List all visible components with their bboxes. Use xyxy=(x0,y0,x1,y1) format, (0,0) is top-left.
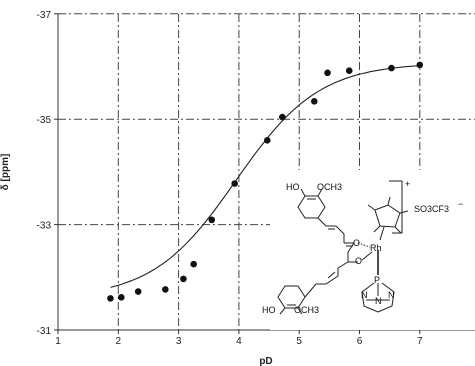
lower-ho-label: HO xyxy=(262,305,276,315)
cp-methyl-4 xyxy=(394,226,402,234)
data-point xyxy=(263,136,271,144)
x-tick-label: 3 xyxy=(176,336,182,347)
y-tick-label: -37 xyxy=(37,10,52,21)
x-tick-label: 2 xyxy=(116,336,122,347)
phosphorus-label: P xyxy=(374,275,380,285)
x-tick-label: 6 xyxy=(357,336,363,347)
upper-och3-label: OCH3 xyxy=(317,182,342,192)
data-point xyxy=(118,294,125,301)
lower-vinyl-double-bond xyxy=(327,271,336,279)
lower-och3-bond xyxy=(297,307,303,315)
rhodium-label: Rh xyxy=(370,243,382,253)
x-tick-label: 4 xyxy=(236,336,242,347)
x-tick-label: 5 xyxy=(296,336,302,347)
x-tick-label: 7 xyxy=(417,336,423,347)
data-point xyxy=(162,286,169,293)
o-rh-bond xyxy=(361,251,373,261)
data-point xyxy=(180,275,187,283)
data-point xyxy=(134,288,142,295)
data-point xyxy=(279,113,286,121)
cation-charge-label: + xyxy=(405,179,410,189)
cp-star-ring xyxy=(374,204,401,228)
data-point xyxy=(310,97,318,105)
rhodium-complex-structure: HO OCH3 O Rh O P N N N HO OCH3 + SO3CF3 … xyxy=(262,170,475,330)
data-point xyxy=(416,61,424,69)
cp-methyl-3 xyxy=(399,210,409,214)
complex-bracket xyxy=(389,180,403,234)
data-point xyxy=(190,260,197,268)
counterion-label: SO3CF3 xyxy=(414,204,449,214)
carbonyl-oxygen-label: O xyxy=(353,238,360,248)
data-point xyxy=(345,67,353,75)
y-tick-label: -33 xyxy=(37,221,52,232)
lower-vinyl-chain xyxy=(316,261,349,285)
lower-ho-bond xyxy=(279,307,286,315)
upper-ho-label: HO xyxy=(286,182,300,192)
enolate-oxygen-label: O xyxy=(355,256,362,266)
x-axis-title: pD xyxy=(259,356,272,366)
y-tick-label: -35 xyxy=(37,115,52,126)
lower-och3-label: OCH3 xyxy=(294,305,319,315)
diketonate-core xyxy=(344,242,358,263)
data-point xyxy=(107,295,114,302)
lower-ring-link xyxy=(304,283,317,298)
data-point xyxy=(208,216,216,224)
upper-ho-bond xyxy=(300,188,306,197)
axis-ticks: 1 2 3 4 5 6 7 -31 -33 -35 -37 xyxy=(37,10,423,347)
right-nitrogen-label: N xyxy=(388,290,395,300)
center-nitrogen-label: N xyxy=(375,296,382,306)
y-axis-title: δ [ppm] xyxy=(0,154,11,191)
data-points xyxy=(107,61,424,302)
upper-vinyl-chain xyxy=(317,217,345,243)
counterion-charge-label: − xyxy=(458,199,463,209)
cp-methyl-1 xyxy=(367,204,376,211)
cp-methyl-5 xyxy=(373,225,381,233)
data-point xyxy=(231,180,238,187)
pta-cage-outer xyxy=(361,282,395,313)
x-tick-label: 1 xyxy=(55,336,61,347)
y-tick-label: -31 xyxy=(37,326,52,337)
data-point xyxy=(388,64,395,72)
rh-cp-bond xyxy=(379,226,385,241)
o-rh-dative-bond xyxy=(357,242,371,248)
cp-methyl-2 xyxy=(387,196,391,206)
data-point xyxy=(324,69,331,77)
upper-och3-bond xyxy=(317,188,323,197)
left-nitrogen-label: N xyxy=(361,290,368,300)
